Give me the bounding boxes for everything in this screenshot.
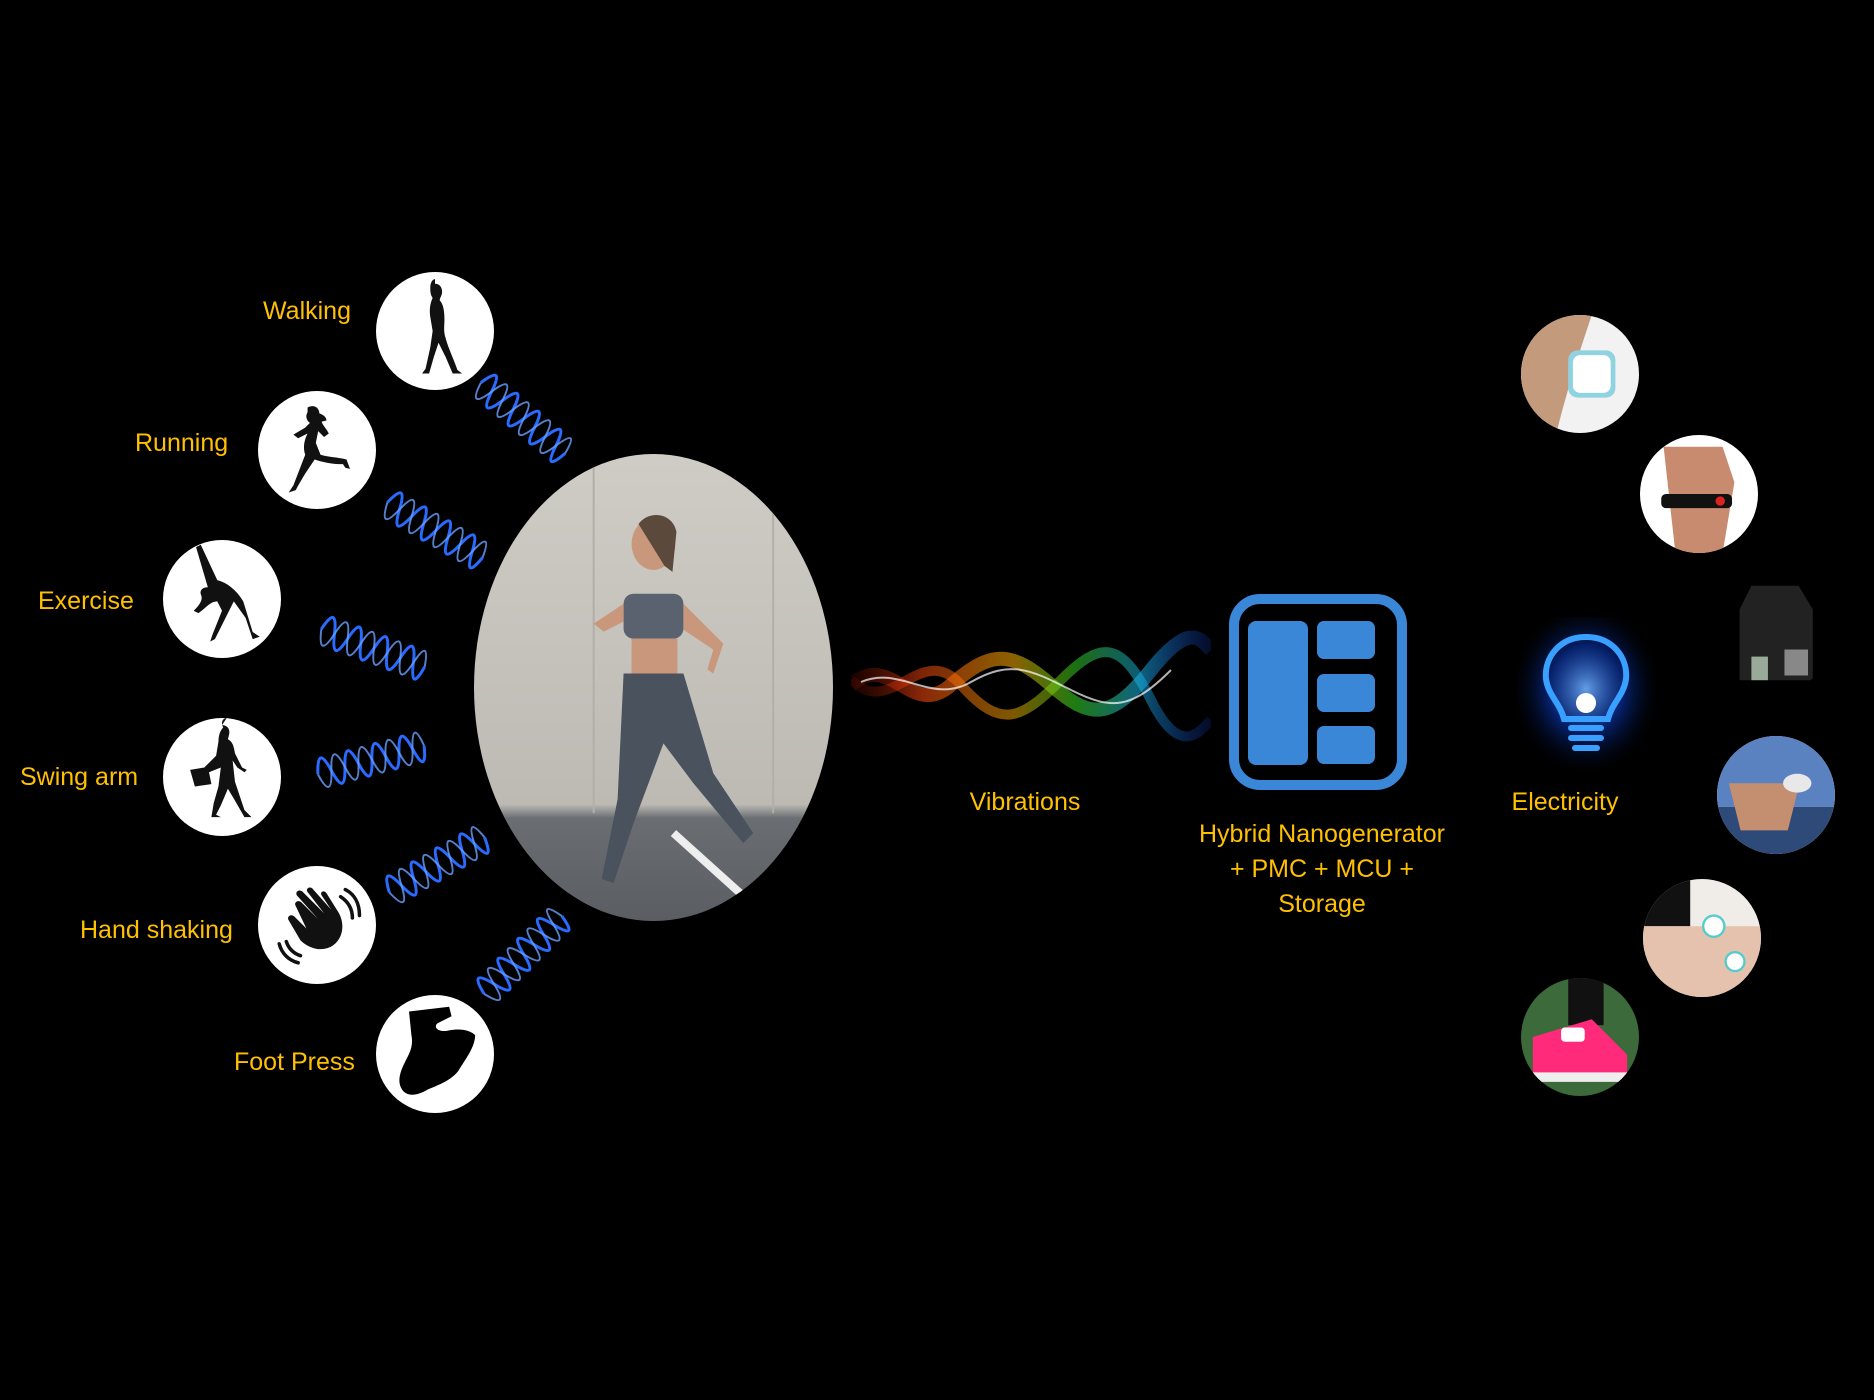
vibration-wave-icon bbox=[462, 360, 585, 477]
waving-hand-icon bbox=[258, 866, 376, 984]
label-hand-shaking: Hand shaking bbox=[80, 916, 233, 944]
label-walking: Walking bbox=[263, 297, 351, 325]
shoe-sensor-photo bbox=[1521, 978, 1639, 1096]
running-silhouette-icon bbox=[258, 391, 376, 509]
label-swing-arm: Swing arm bbox=[20, 763, 139, 791]
vibrations-label: Vibrations bbox=[969, 788, 1081, 816]
device-line-2: + PMC + MCU + bbox=[1229, 855, 1415, 883]
nanogenerator-device-icon bbox=[1229, 594, 1407, 790]
lightbulb-brain-icon bbox=[1516, 617, 1656, 777]
walking-silhouette-icon bbox=[376, 272, 494, 390]
armband-sensor-photo bbox=[1521, 315, 1639, 433]
electricity-label: Electricity bbox=[1511, 788, 1619, 816]
knee-sensor-photo bbox=[1643, 879, 1761, 997]
woman-running-photo bbox=[474, 454, 833, 921]
label-exercise: Exercise bbox=[38, 587, 134, 615]
wristband-tracker-photo bbox=[1640, 435, 1758, 553]
waist-patch-device-photo bbox=[1717, 736, 1835, 854]
vibrations-wave-graphic bbox=[846, 610, 1217, 760]
vibration-wave-icon bbox=[372, 477, 497, 584]
walking-with-bag-silhouette-icon bbox=[163, 718, 281, 836]
backpack-device-photo bbox=[1716, 574, 1834, 692]
label-foot-press: Foot Press bbox=[234, 1048, 355, 1076]
label-running: Running bbox=[135, 429, 229, 457]
device-description: Hybrid Nanogenerator + PMC + MCU + Stora… bbox=[1172, 817, 1472, 922]
vibration-wave-icon bbox=[463, 895, 583, 1015]
stretching-silhouette-icon bbox=[163, 540, 281, 658]
vibration-wave-icon bbox=[311, 601, 435, 695]
device-line-1: Hybrid Nanogenerator bbox=[1199, 820, 1445, 848]
vibration-wave-icon bbox=[310, 717, 432, 803]
foot-icon bbox=[376, 995, 494, 1113]
device-line-3: Storage bbox=[1278, 890, 1366, 918]
vibration-wave-icon bbox=[374, 812, 499, 919]
